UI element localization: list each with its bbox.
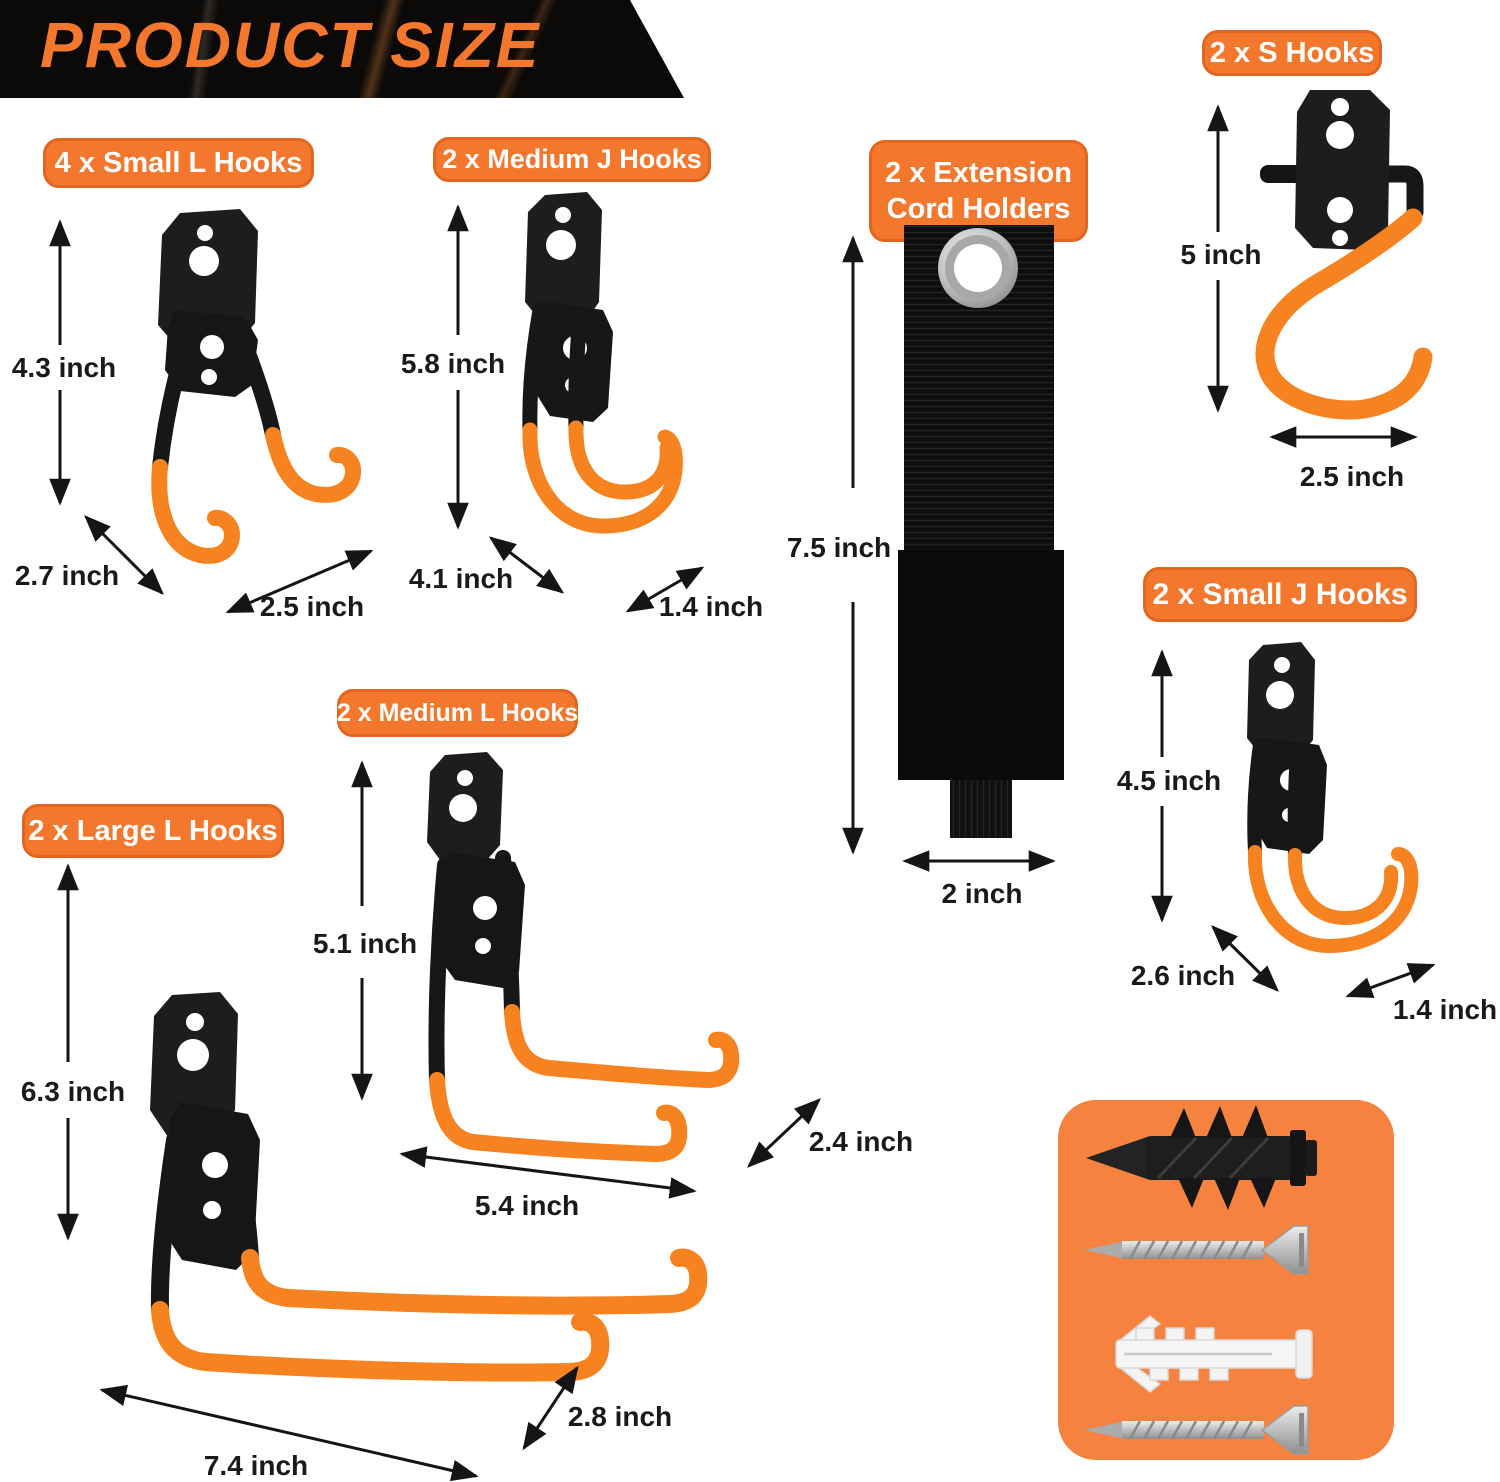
dim-small-j-width: 1.4 inch [1392,994,1498,1025]
dim-small-j-height: 4.5 inch [1116,765,1222,796]
dim-s-hook-width: 2.5 inch [1299,461,1405,492]
screw-icon [1082,1404,1310,1456]
dim-medium-l-depth: 2.4 inch [808,1126,914,1157]
drywall-anchor-icon [1086,1105,1317,1210]
dim-small-l-depth: 2.7 inch [14,560,120,591]
dim-medium-j-depth: 4.1 inch [408,563,514,594]
dim-medium-j-height: 5.8 inch [400,348,506,379]
label-medium-l-hooks: 2 x Medium L Hooks [337,689,578,737]
dim-medium-l-height: 5.1 inch [312,928,418,959]
dim-small-j-depth: 2.6 inch [1130,960,1236,991]
s-hook-image [1255,90,1433,420]
wall-plug-icon [1115,1315,1313,1393]
small-j-hook-image [1247,642,1419,954]
medium-j-hook-image [522,192,683,534]
label-large-l-hooks: 2 x Large L Hooks [22,804,284,858]
dim-cord-holder-height: 7.5 inch [786,532,892,563]
large-l-hook-image [150,992,708,1382]
banner-title: PRODUCT SIZE [40,9,541,81]
label-small-l-hooks: 4 x Small L Hooks [43,138,314,188]
dim-medium-j-width: 1.4 inch [658,591,764,622]
dim-large-l-depth: 2.8 inch [567,1401,673,1432]
dim-large-l-height: 6.3 inch [20,1076,126,1107]
hardware-panel-items [1082,1105,1317,1456]
label-extension-cord-holders-line1: 2 x Extension [885,156,1072,189]
label-medium-j-hooks: 2 x Medium J Hooks [433,137,711,182]
dim-cord-holder-width: 2 inch [941,878,1023,909]
screw-icon [1082,1224,1310,1276]
dim-small-l-width: 2.5 inch [259,591,365,622]
small-l-hook-image [151,209,362,564]
banner [0,0,684,98]
dim-small-l-height: 4.3 inch [11,352,117,383]
label-extension-cord-holders-line2: Cord Holders [886,193,1071,225]
label-s-hooks: 2 x S Hooks [1202,30,1382,76]
medium-l-hook-image [427,752,740,1163]
dim-s-hook-height: 5 inch [1180,239,1262,270]
extension-cord-holder-image [898,225,1064,838]
label-small-j-hooks: 2 x Small J Hooks [1143,567,1417,622]
